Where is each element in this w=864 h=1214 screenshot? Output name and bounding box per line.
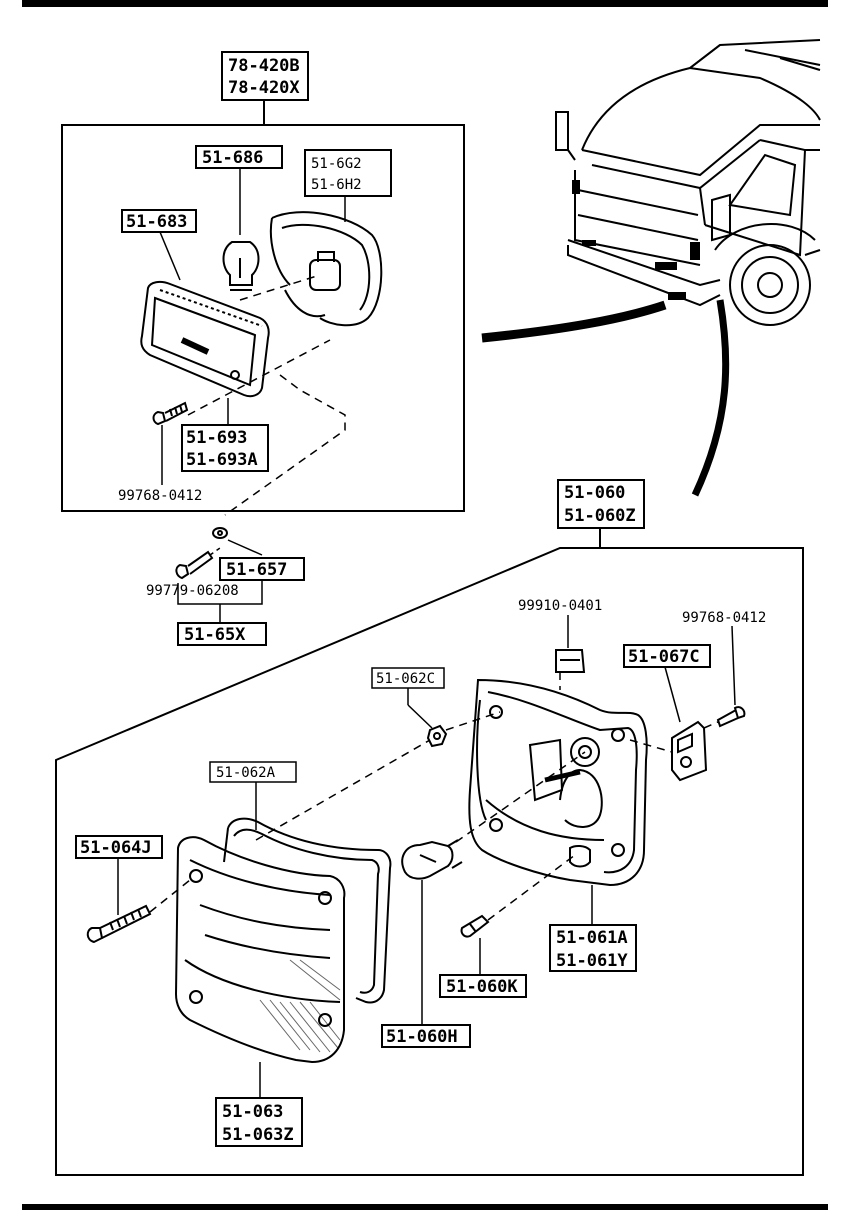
housing-small-icon: [269, 211, 383, 327]
bottom-assembly-frame: [55, 547, 804, 1176]
lamp-body-icon: [468, 678, 648, 887]
lamp-body-pn-2: 51-061Y: [556, 951, 628, 971]
bracket-label: 51-067C: [623, 644, 711, 668]
bracket-pn: 51-067C: [628, 647, 700, 667]
washer-pn: 51-657: [226, 560, 287, 580]
gasket-label: 51-062A: [209, 761, 297, 783]
lens-large-icon: [174, 836, 346, 1064]
small-bulb-pn: 51-060K: [446, 977, 518, 997]
screw-bracket-icon: [716, 706, 746, 728]
bulb-small-pn: 51-686: [202, 148, 263, 168]
top-assembly-guides: [187, 274, 346, 516]
top-rule: [22, 0, 828, 7]
lamp-small-label: 51-693 51-693A: [181, 424, 269, 472]
top-assembly-frame: [61, 124, 465, 512]
leader-arrow-bottom: [691, 299, 730, 497]
bottom-assembly-label: 51-060 51-060Z: [557, 479, 645, 529]
bracket-icon: [671, 720, 708, 782]
gasket-icon: [223, 817, 392, 1004]
lamp-small-pn-2: 51-693A: [186, 450, 258, 470]
leader-arrow-top: [481, 300, 667, 343]
lens-large-hatch: [259, 959, 341, 1053]
screw-small-pn: 99768-0412: [118, 488, 202, 504]
kit-small-pn: 51-65X: [184, 625, 246, 645]
grommet-pn: 99910-0401: [518, 598, 602, 614]
lens-large-pn-1: 51-063: [222, 1102, 283, 1122]
lens-large-pn-2: 51-063Z: [222, 1125, 294, 1145]
lens-large-label: 51-063 51-063Z: [215, 1097, 303, 1147]
gasket-pn: 51-062A: [216, 765, 276, 781]
washer-icon: [212, 527, 228, 539]
truck-illustration: [555, 39, 821, 326]
lens-small-icon: [140, 280, 270, 398]
bulb-large-pn: 51-060H: [386, 1027, 458, 1047]
small-bulb-icon: [460, 914, 490, 938]
washer-label: 51-657: [219, 557, 305, 581]
truck-lights: [572, 180, 700, 300]
bulb-small-icon: [222, 241, 260, 291]
nut-pn: 51-062C: [376, 671, 435, 687]
lens-screw-icon: [86, 904, 152, 944]
lens-small-label: 51-683: [121, 209, 197, 281]
lamp-small-pn-1: 51-693: [186, 428, 247, 448]
lamp-body-label: 51-061A 51-061Y: [549, 924, 637, 972]
bottom-rule: [22, 1204, 828, 1210]
kit-small-label: 51-65X: [177, 622, 267, 646]
top-assembly-pn-2: 78-420X: [228, 78, 300, 98]
screw-bracket-pn: 99768-0412: [682, 610, 766, 626]
lamp-body-pn-1: 51-061A: [556, 928, 628, 948]
bottom-assembly-pn-1: 51-060: [564, 483, 625, 503]
housing-small-label: 51-6G2 51-6H2: [304, 149, 392, 222]
bulb-large-icon: [401, 839, 463, 880]
screw-washer-icon: [175, 550, 214, 580]
top-assembly-pn-1: 78-420B: [228, 56, 300, 76]
lens-screw-pn: 51-064J: [80, 838, 152, 858]
bottom-assembly-guides: [149, 672, 719, 921]
top-assembly-label: 78-420B 78-420X: [221, 51, 309, 101]
nut-label: 51-062C: [371, 667, 445, 689]
bulb-small-label: 51-686: [195, 145, 283, 235]
housing-small-pn-1: 51-6G2: [311, 156, 362, 172]
screw-washer-pn: 99779-06208: [146, 583, 239, 599]
grommet-icon: [555, 649, 586, 673]
screw-small-icon: [152, 401, 189, 426]
small-bulb-label: 51-060K: [439, 974, 527, 998]
lens-small-pn: 51-683: [126, 212, 187, 232]
bulb-large-label: 51-060H: [381, 1024, 471, 1048]
nut-icon: [426, 724, 448, 748]
bottom-assembly-pn-2: 51-060Z: [564, 506, 636, 526]
lens-screw-label: 51-064J: [75, 835, 163, 859]
housing-small-pn-2: 51-6H2: [311, 177, 362, 193]
